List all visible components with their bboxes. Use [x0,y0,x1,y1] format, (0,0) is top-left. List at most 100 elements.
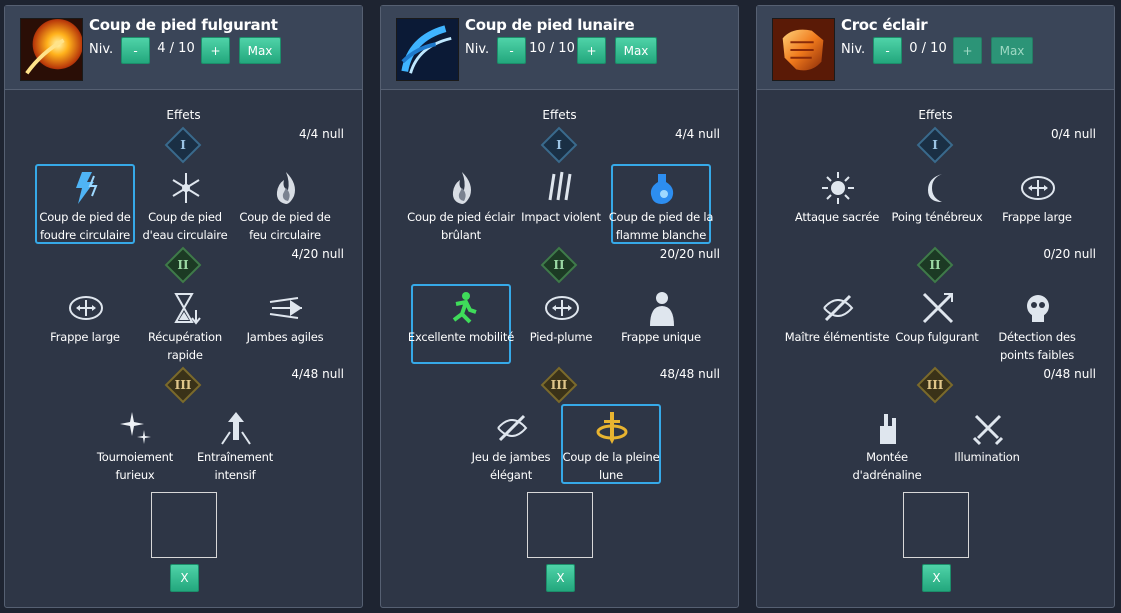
skill-panel: Croc éclair Niv. - 0 / 10 + Max Effets I… [756,5,1115,608]
tier-2-badge: II [164,246,202,284]
snowflake-icon [172,173,200,203]
tier-option[interactable]: Frappe large [987,164,1087,244]
option-label: Coup de la pleine lune [562,450,660,482]
option-label: Frappe large [1002,210,1072,224]
tier-option[interactable]: Coup fulgurant [887,284,987,364]
tier-option[interactable]: Coup de pied de foudre circulaire [35,164,135,244]
tier-option[interactable]: Impact violent [511,164,611,244]
tier-option[interactable]: Excellente mobilité [408,284,514,364]
tier-option[interactable]: Attaque sacrée [787,164,887,244]
effects-title: Effets [918,108,953,122]
tier-option[interactable]: Poing ténébreux [887,164,987,244]
tier-3-badge: III [540,366,578,404]
tier-1-count: 4/4 null [298,127,344,141]
tier-3-count: 4/48 null [291,367,344,381]
empty-slot[interactable] [527,492,593,558]
tier-2-badge: II [540,246,578,284]
option-label: Coup de pied éclair brûlant [407,210,515,242]
skill-name: Coup de pied lunaire [465,16,635,34]
claw-strike-icon [548,171,572,201]
level-decrease-button[interactable]: - [121,37,150,64]
level-value: 10 / 10 [529,41,575,56]
skill-name: Croc éclair [841,16,928,34]
option-label: Jeu de jambes élégant [471,450,551,482]
option-label: Entraînement intensif [196,450,274,482]
tier-1-badge: I [540,126,578,164]
level-max-button[interactable]: Max [615,37,657,64]
tier-2-count: 4/20 null [291,247,344,261]
tier-1-count: 4/4 null [674,127,720,141]
crossed-slash-icon [922,292,954,324]
tier-option[interactable]: Frappe unique [611,284,711,364]
rising-hand-icon [880,414,896,444]
option-label: Impact violent [521,210,601,224]
fire-kick-icon [20,18,83,81]
option-label: Excellente mobilité [407,330,515,344]
level-label: Niv. [89,42,114,57]
tier-option[interactable]: Coup de pied d'eau circulaire [135,164,235,244]
tier-3-badge: III [916,366,954,404]
option-label: Pied-plume [529,330,593,344]
figure-icon [650,292,674,326]
option-label: Coup fulgurant [895,330,979,344]
compass-arrows-icon [69,296,103,320]
tier-option[interactable]: Détection des points faibles [987,284,1087,364]
speed-lines-icon [269,297,302,319]
tier-option[interactable]: Tournoiement furieux [85,404,185,484]
level-increase-button[interactable]: + [201,37,230,64]
level-decrease-button[interactable]: - [873,37,902,64]
tier-option[interactable]: Entraînement intensif [185,404,285,484]
tier-option[interactable]: Pied-plume [511,284,611,364]
level-decrease-button[interactable]: - [497,37,526,64]
option-label: Coup de pied d'eau circulaire [142,210,228,242]
close-button[interactable]: X [922,564,951,592]
option-label: Détection des points faibles [998,330,1076,362]
tier-option[interactable]: Coup de la pleine lune [561,404,661,484]
tier-option[interactable]: Frappe large [35,284,135,364]
option-label: Attaque sacrée [794,210,880,224]
hourglass-icon [174,293,201,325]
empty-slot[interactable] [903,492,969,558]
option-label: Coup de pied de la flamme blanche [608,210,714,242]
tier-3-count: 0/48 null [1043,367,1096,381]
skill-panel: Coup de pied lunaire Niv. - 10 / 10 + Ma… [380,5,739,608]
tier-option[interactable]: Coup de pied de la flamme blanche [609,164,713,244]
crescent-moon-icon [928,174,942,202]
level-increase-button[interactable]: + [577,37,606,64]
level-value: 0 / 10 [909,41,947,56]
tier-option[interactable]: Illumination [937,404,1037,484]
level-label: Niv. [465,42,490,57]
tier-option[interactable]: Jambes agiles [235,284,335,364]
option-label: Montée d'adrénaline [852,450,922,482]
option-label: Maître élémentiste [784,330,890,344]
tier-2-count: 0/20 null [1043,247,1096,261]
tier-2-badge: II [916,246,954,284]
tier-option[interactable]: Coup de pied de feu circulaire [235,164,335,244]
flame-icon [452,172,471,204]
crossed-swords-icon [972,414,1004,446]
level-max-button[interactable]: Max [991,37,1033,64]
option-label: Frappe unique [621,330,701,344]
skill-header: Croc éclair Niv. - 0 / 10 + Max [757,6,1114,90]
skill-panel: Coup de pied fulgurant Niv. - 4 / 10 + M… [4,5,363,608]
golden-sword-icon [596,412,628,444]
level-label: Niv. [841,42,866,57]
option-label: Récupération rapide [148,330,222,362]
level-max-button[interactable]: Max [239,37,281,64]
option-label: Coup de pied de feu circulaire [239,210,331,242]
level-value: 4 / 10 [157,41,195,56]
level-increase-button[interactable]: + [953,37,982,64]
close-button[interactable]: X [546,564,575,592]
option-label: Jambes agiles [246,330,324,344]
tier-option[interactable]: Maître élémentiste [785,284,889,364]
tier-option[interactable]: Coup de pied éclair brûlant [407,164,515,244]
tier-option[interactable]: Jeu de jambes élégant [461,404,561,484]
empty-slot[interactable] [151,492,217,558]
lightning-icon [76,172,98,204]
running-man-icon [452,292,477,324]
close-button[interactable]: X [170,564,199,592]
tier-option[interactable]: Montée d'adrénaline [837,404,937,484]
swirl-slash-icon [823,294,854,322]
tier-option[interactable]: Récupération rapide [135,284,235,364]
tier-1-badge: I [916,126,954,164]
